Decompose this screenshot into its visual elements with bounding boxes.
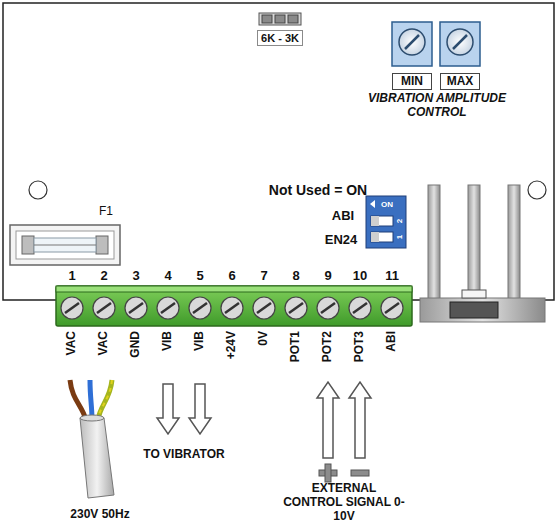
terminal-number: 6 [228,269,235,284]
pin-name: GND [129,331,143,358]
pin-name: POT3 [353,331,367,362]
pin-name: ABI [385,331,399,352]
terminal-screw [317,297,339,319]
output-arrow [157,384,211,434]
terminal-screw [349,297,371,319]
fuse-holder [10,225,120,265]
trimmer-label-box: MIN [392,73,432,90]
terminal-screw [93,297,115,319]
section-title: VIBRATION AMPLITUDE CONTROL [367,92,507,120]
terminal-block [56,286,412,326]
jumper-label-box: 6K - 3K [257,30,303,46]
pin-name: POT2 [321,331,335,362]
terminal-screw [61,297,83,319]
supply-label: 230V 50Hz [70,508,129,522]
terminal-screw [157,297,179,319]
pin-name: VIB [161,331,175,351]
fuse-label: F1 [99,205,113,219]
input-arrow [317,382,371,458]
dip-switch [366,196,406,248]
mounting-hole [528,181,546,199]
terminal-screw [285,297,307,319]
switch-number: 2 [395,219,404,223]
terminal-number: 4 [164,269,171,284]
terminal-number: 10 [353,269,367,284]
terminal-number: 2 [100,269,107,284]
trimmer [440,22,480,66]
pin-name: POT1 [289,331,303,362]
box-text: 6K - 3K [261,32,299,44]
box-text: MAX [447,74,474,88]
terminal-screw [221,297,243,319]
switch-marking: ON [381,200,393,209]
input-label: EXTERNAL CONTROL SIGNAL 0-10V [282,482,406,523]
box-text: MIN [401,74,423,88]
terminal-screw [189,297,211,319]
switch-label: EN24 [325,233,358,248]
terminal-number: 9 [324,269,331,284]
terminal-number: 5 [196,269,203,284]
terminal-screw [125,297,147,319]
jumper-header [259,13,301,25]
switch-number: 1 [395,235,404,239]
terminal-screw [253,297,275,319]
mounting-hole [29,181,47,199]
terminal-screw [381,297,403,319]
note-text: Not Used = ON [269,182,367,198]
trimmer [392,22,432,66]
mains-cable [70,380,114,498]
heatsink [420,185,545,322]
pin-name: VIB [193,331,207,351]
terminal-number: 3 [132,269,139,284]
pin-name: VAC [65,331,79,355]
output-label: TO VIBRATOR [139,448,229,462]
pin-name: VAC [97,331,111,355]
terminal-number: 8 [292,269,299,284]
trimmer-label-box: MAX [440,73,480,90]
terminal-number: 7 [260,269,267,284]
polarity-symbol [319,464,369,482]
pin-name: 0V [257,331,271,346]
terminal-number: 11 [385,269,399,284]
terminal-number: 1 [68,269,75,284]
pin-name: +24V [225,331,239,359]
switch-label: ABI [332,209,354,224]
